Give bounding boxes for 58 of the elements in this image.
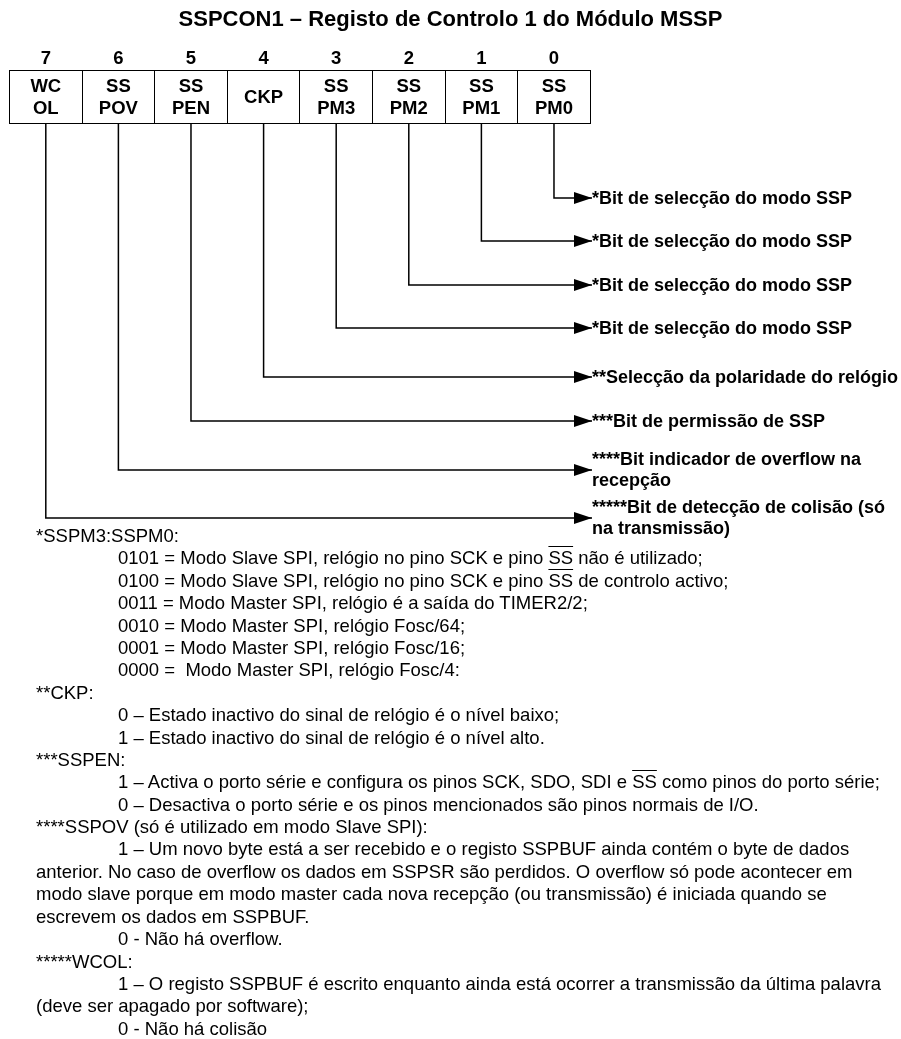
note-text: 0000 = Modo Master SPI, relógio Fosc/4: [118, 659, 460, 681]
bit-number: 1 [475, 47, 488, 69]
bit-number: 6 [112, 47, 125, 69]
bit-number: 2 [402, 47, 415, 69]
signal-name: SS [548, 547, 574, 569]
arrow [480, 123, 593, 247]
bit-number: 7 [39, 47, 52, 69]
bit-description: **Selecção da polaridade do relógio [592, 366, 900, 388]
note-text: 1 – Estado inactivo do sinal de relógio é o nível alto. [118, 726, 545, 748]
note-text: 0101 = Modo Slave SPI, relógio no pino SCK e pino [118, 547, 544, 569]
register-bit-cell: SS PM1 [444, 70, 519, 124]
arrow [117, 123, 593, 476]
bit-description: ****Bit indicador de overflow na recepção [592, 449, 900, 491]
register-bit-cell: SS POV [81, 70, 156, 124]
note-text: 0 – Estado inactivo do sinal de relógio é o nível baixo; [118, 704, 560, 726]
note-text: 0 - Não há overflow. [118, 928, 283, 950]
bit-number: 4 [257, 47, 270, 69]
bit-description: *Bit de selecção do modo SSP [592, 274, 900, 296]
bit-number: 3 [330, 47, 343, 69]
bit-description: *Bit de selecção do modo SSP [592, 230, 900, 252]
note-text: 0011 = Modo Master SPI, relógio é a saída do TIMER2/2; [118, 592, 588, 614]
note-text: 1 – Activa o porto série e configura os pinos SCK, SDO, SDI e [118, 771, 627, 793]
note-text: *SSPM3:SSPM0: [36, 525, 179, 546]
note-text: ***SSPEN: [36, 749, 126, 770]
note-text: de controlo activo; [578, 569, 729, 591]
register-bit-cell: SS PM0 [517, 70, 591, 124]
note-text: como pinos do porto série; [662, 771, 880, 793]
note-text: **CKP: [36, 681, 94, 703]
register-bit-cell: SS PEN [154, 70, 228, 124]
register-bit-cell: SS PM2 [372, 70, 446, 124]
note-text: *****WCOL: [36, 950, 133, 972]
bit-description: *Bit de selecção do modo SSP [592, 187, 900, 209]
note-text: 0100 = Modo Slave SPI, relógio no pino SCK e pino [118, 569, 544, 591]
arrow [408, 123, 593, 291]
register-bit-cell: SS PM3 [299, 70, 373, 124]
note-text: 0001 = Modo Master SPI, relógio Fosc/16; [118, 637, 466, 658]
bit-description: ***Bit de permissão de SSP [592, 410, 900, 432]
arrow [335, 123, 593, 334]
arrow [262, 123, 593, 383]
note-text: 0 – Desactiva o porto série e os pinos mencionados são pinos normais de I/O. [118, 793, 759, 815]
arrow [190, 123, 593, 427]
note-text: 0 - Não há colisão [118, 1017, 268, 1039]
bit-number: 5 [184, 47, 198, 69]
note-paragraph: 1 – Um novo byte está a ser recebido e o registo SSPBUF ainda contém o byte de dados anterior. No caso de overflow os dados em SSPSR são perdidos. O overflow só pode acontecer em modo slave porque em modo master cada nova recepção (ou transmissão) é iniciada quando se escrevem os dados em SSPBUF. [36, 838, 854, 928]
diagram-title: SSPCON1 – Registo de Controlo 1 do Módulo MSSP [177, 6, 724, 32]
note-text: 0010 = Modo Master SPI, relógio Fosc/64; [118, 614, 466, 636]
bit-description: *Bit de selecção do modo SSP [592, 317, 900, 339]
signal-name: SS [548, 569, 574, 591]
note-text: ****SSPOV (só é utilizado em modo Slave SPI): [36, 816, 428, 838]
register-bit-cell: WC OL [9, 70, 83, 124]
register-bit-cell: CKP [226, 70, 301, 124]
arrow [45, 123, 593, 524]
arrow [553, 123, 593, 204]
note-text: não é utilizado; [578, 547, 703, 569]
note-paragraph: 1 – O registo SSPBUF é escrito enquanto ainda está ocorrer a transmissão da última palavra (deve ser apagado por software); [36, 972, 882, 1018]
bit-description: *****Bit de detecção de colisão (só na transmissão) [592, 497, 900, 539]
bit-number: 0 [547, 47, 561, 69]
signal-name: SS [632, 771, 657, 793]
